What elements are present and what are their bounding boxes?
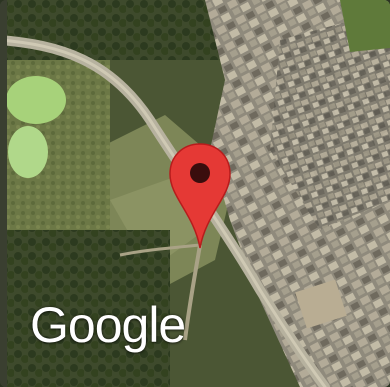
map-pin-icon[interactable] <box>168 142 232 252</box>
tree-belt-top <box>0 0 220 60</box>
pond-south <box>8 126 48 178</box>
tree-belt-bottom <box>0 230 170 387</box>
courtyard <box>295 279 347 329</box>
settlement-dense <box>270 10 390 230</box>
left-edge <box>0 0 7 387</box>
field-northeast <box>340 0 390 52</box>
dirt-track <box>183 244 202 341</box>
dirt-track-west <box>119 243 201 257</box>
location-marker[interactable] <box>168 142 232 252</box>
pond-north <box>6 76 66 124</box>
google-logo: Google <box>30 297 186 353</box>
